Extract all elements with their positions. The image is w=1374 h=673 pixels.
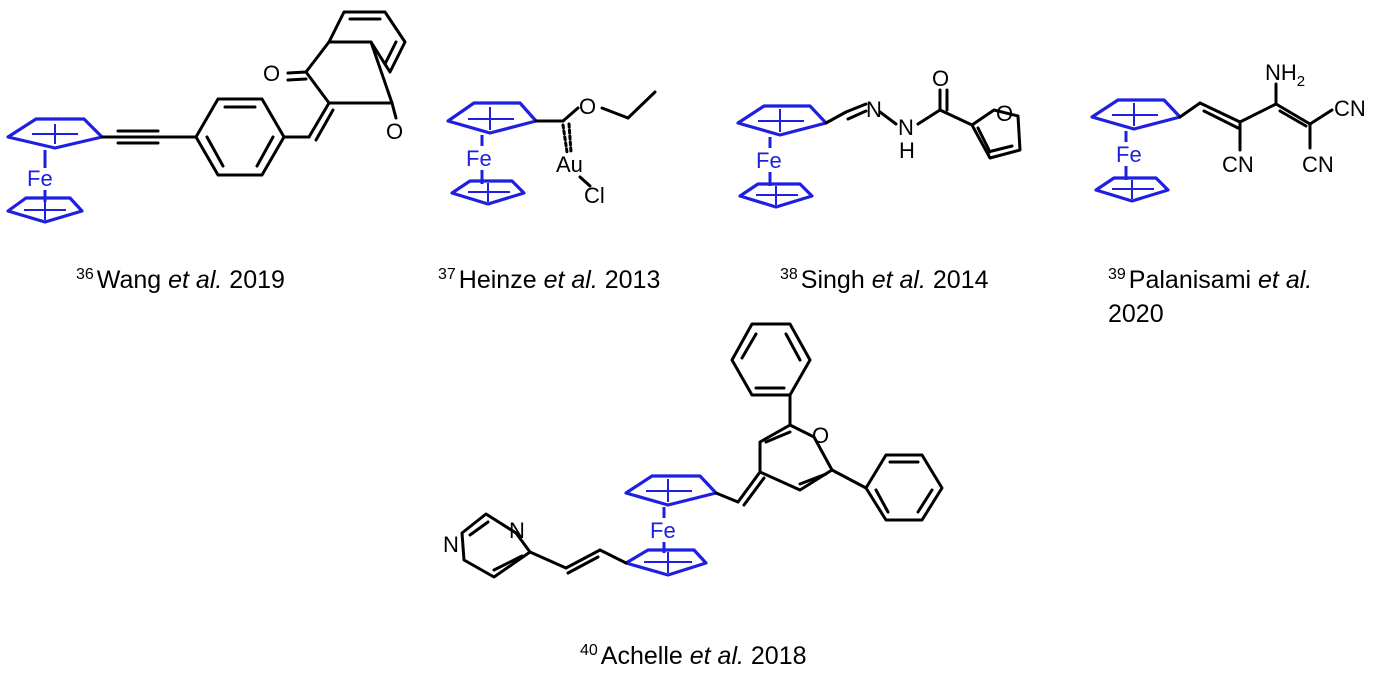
nitrogen-atom-label: N <box>443 532 459 557</box>
nitrogen-atom-label: N <box>866 97 882 122</box>
compound-39-structure: Fe NH2 CN CN CN <box>1090 60 1366 203</box>
oxygen-atom-label: O <box>812 423 829 448</box>
nitrogen-atom-label: N <box>509 518 525 543</box>
iron-atom-label: Fe <box>756 148 782 173</box>
chlorine-atom-label: Cl <box>584 183 605 208</box>
compound-37-structure: Fe O Au Cl <box>446 90 657 208</box>
amino-group-label: NH2 <box>1265 60 1305 90</box>
oxygen-atom-label: O <box>386 119 403 144</box>
oxygen-atom-label: O <box>579 94 596 119</box>
ferrocene-unit: Fe <box>624 474 718 577</box>
ferrocene-unit: Fe <box>1090 98 1182 203</box>
cyano-group-label: CN <box>1334 96 1366 121</box>
oxygen-atom-label: O <box>996 101 1013 126</box>
compound-36-structure: Fe O O <box>6 10 407 224</box>
cyano-group-label: CN <box>1302 152 1334 177</box>
nitrogen-atom-label: N <box>898 115 914 140</box>
iron-atom-label: Fe <box>466 146 492 171</box>
ferrocene-unit: Fe <box>446 101 538 206</box>
compound-38-structure: Fe N N H O O <box>736 66 1022 209</box>
hydrogen-atom-label: H <box>899 138 915 163</box>
ferrocene-unit: Fe <box>6 117 104 224</box>
oxygen-atom-label: O <box>932 66 949 91</box>
cyano-group-label: CN <box>1222 152 1254 177</box>
iron-atom-label: Fe <box>650 518 676 543</box>
gold-atom-label: Au <box>556 152 583 177</box>
iron-atom-label: Fe <box>1116 142 1142 167</box>
compound-40-structure: Fe O N N <box>443 322 944 579</box>
oxygen-atom-label: O <box>263 61 280 86</box>
iron-atom-label: Fe <box>27 166 53 191</box>
ferrocene-unit: Fe <box>736 104 828 209</box>
